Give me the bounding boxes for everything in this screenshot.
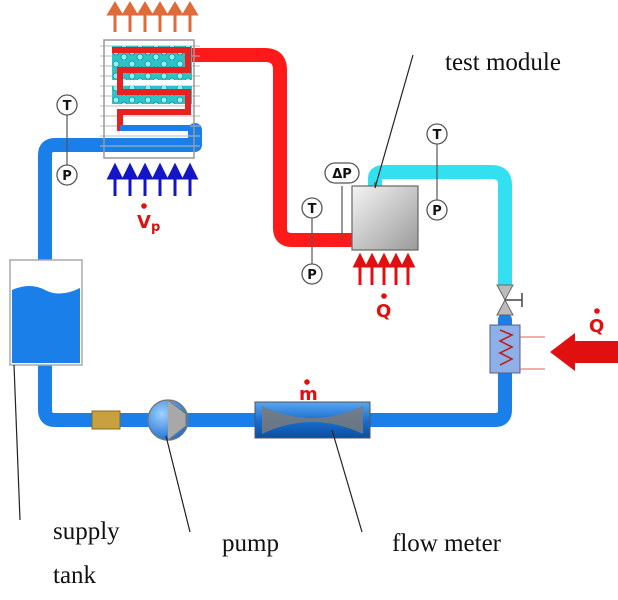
svg-text:P: P [62,169,72,184]
temperature-sensor-2: T [301,197,323,219]
svg-text:T: T [308,202,317,217]
svg-text:P: P [432,204,442,219]
heat-exchanger [100,39,200,159]
svg-text:p: p [151,220,160,235]
temperature-sensor-1: T [56,94,78,116]
valve [496,284,523,316]
svg-text:Q: Q [589,316,604,337]
flow-meter [254,401,371,439]
pump-label: pump [222,530,279,557]
pressure-sensor-1: P [56,164,78,186]
mass-flow-label: m [299,379,318,405]
svg-text:T: T [433,128,442,143]
supply-tank [9,259,83,366]
svg-text:Q: Q [376,301,391,322]
diff-pressure-sensor: ΔP [324,162,360,184]
air-out-arrows [106,1,199,32]
return-line [368,165,512,285]
test-module-heat-label: Q [376,293,391,322]
test-module-heat-arrows [352,252,416,285]
temperature-sensor-3: T [426,123,448,145]
svg-text:ΔP: ΔP [332,167,352,182]
svg-text:T: T [63,99,72,114]
pressure-sensor-3: P [426,199,448,221]
flow-meter-label: flow meter [392,530,501,557]
heater-heat-arrow [550,333,618,371]
air-in-arrows [106,162,199,196]
heater [489,324,545,374]
supply-tank-label-line2: tank [53,562,97,589]
sensor-leads [66,115,438,265]
svg-text:m: m [299,384,318,405]
leader-lines [13,54,414,533]
test-module [351,185,419,251]
svg-text:V: V [137,212,151,233]
hot-line [190,48,355,247]
svg-text:P: P [307,268,317,283]
supply-tank-label-line1: supply [53,518,120,545]
vol-flow-label: V p [137,203,160,235]
test-module-label: test module [445,49,561,76]
pressure-sensor-2: P [301,263,323,285]
pump [147,399,189,441]
fitting [91,410,121,430]
heater-heat-label: Q [589,308,604,337]
